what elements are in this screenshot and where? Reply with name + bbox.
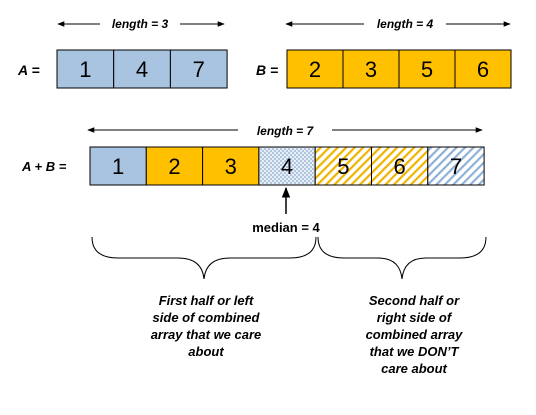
note-line: right side of — [377, 310, 453, 325]
cell-value: 4 — [136, 57, 148, 82]
median-label: median = 4 — [252, 220, 320, 235]
note-line: array that we care — [151, 327, 262, 342]
cell-box — [427, 146, 485, 186]
array-cell: 4 — [258, 146, 316, 186]
array-cell: 7 — [427, 146, 485, 186]
cell-value: 5 — [337, 154, 349, 179]
first-half-note: First half or left side of combined array … — [151, 293, 262, 359]
length-a-label: length = 3 — [112, 17, 169, 31]
array-b-label: B = — [256, 62, 278, 78]
note-line: First half or left — [159, 293, 254, 308]
array-cell: 3 — [202, 146, 260, 186]
cell-value: 1 — [112, 154, 124, 179]
array-cell: 4 — [113, 49, 171, 89]
array-b-cells: 2 3 5 6 — [286, 49, 512, 89]
note-line: that we DON’T — [370, 344, 460, 359]
array-cell: 6 — [371, 146, 429, 186]
length-b-label: length = 4 — [377, 17, 434, 31]
array-cell: 1 — [89, 146, 147, 186]
cell-box — [258, 146, 316, 186]
length-combined-label: length = 7 — [257, 124, 315, 138]
second-half-note: Second half or right side of combined arra… — [366, 293, 464, 376]
array-cell: 1 — [56, 49, 115, 89]
combined-cells: 1 2 3 4 5 6 7 — [89, 146, 485, 186]
cell-value: 3 — [365, 57, 377, 82]
cell-value: 2 — [309, 57, 321, 82]
cell-box — [169, 49, 228, 89]
note-line: about — [188, 344, 224, 359]
cell-value: 5 — [421, 57, 433, 82]
cell-box — [371, 146, 429, 186]
array-a: length = 3 A = 1 4 7 — [17, 16, 228, 89]
note-line: side of combined — [153, 310, 261, 325]
cell-box — [454, 49, 512, 89]
right-half-brace — [317, 236, 487, 280]
cell-value: 7 — [193, 57, 205, 82]
array-cell: 6 — [454, 49, 512, 89]
array-cell: 2 — [286, 49, 344, 89]
note-line: care about — [381, 361, 447, 376]
array-cell: 2 — [145, 146, 204, 186]
cell-value: 6 — [394, 154, 406, 179]
array-a-label: A = — [17, 62, 40, 78]
cell-value: 3 — [225, 154, 237, 179]
note-line: Second half or — [369, 293, 460, 308]
cell-value: 4 — [281, 154, 293, 179]
cell-value: 1 — [79, 57, 91, 82]
array-a-cells: 1 4 7 — [56, 49, 228, 89]
cell-value: 6 — [477, 57, 489, 82]
array-cell: 3 — [342, 49, 400, 89]
cell-box — [314, 146, 373, 186]
cell-box — [145, 146, 204, 186]
array-cell: 7 — [169, 49, 228, 89]
array-b: length = 4 B = 2 3 5 6 — [256, 16, 512, 89]
array-cell: 5 — [314, 146, 373, 186]
array-cell: 5 — [398, 49, 456, 89]
cell-value: 7 — [450, 154, 462, 179]
note-line: combined array — [366, 327, 464, 342]
cell-box — [89, 146, 147, 186]
combined-array: length = 7 A + B = 1 2 3 4 5 6 7 — [21, 122, 485, 186]
cell-box — [342, 49, 400, 89]
cell-value: 2 — [168, 154, 180, 179]
combined-label: A + B = — [21, 159, 67, 174]
left-half-brace — [91, 236, 317, 280]
cell-box — [113, 49, 171, 89]
